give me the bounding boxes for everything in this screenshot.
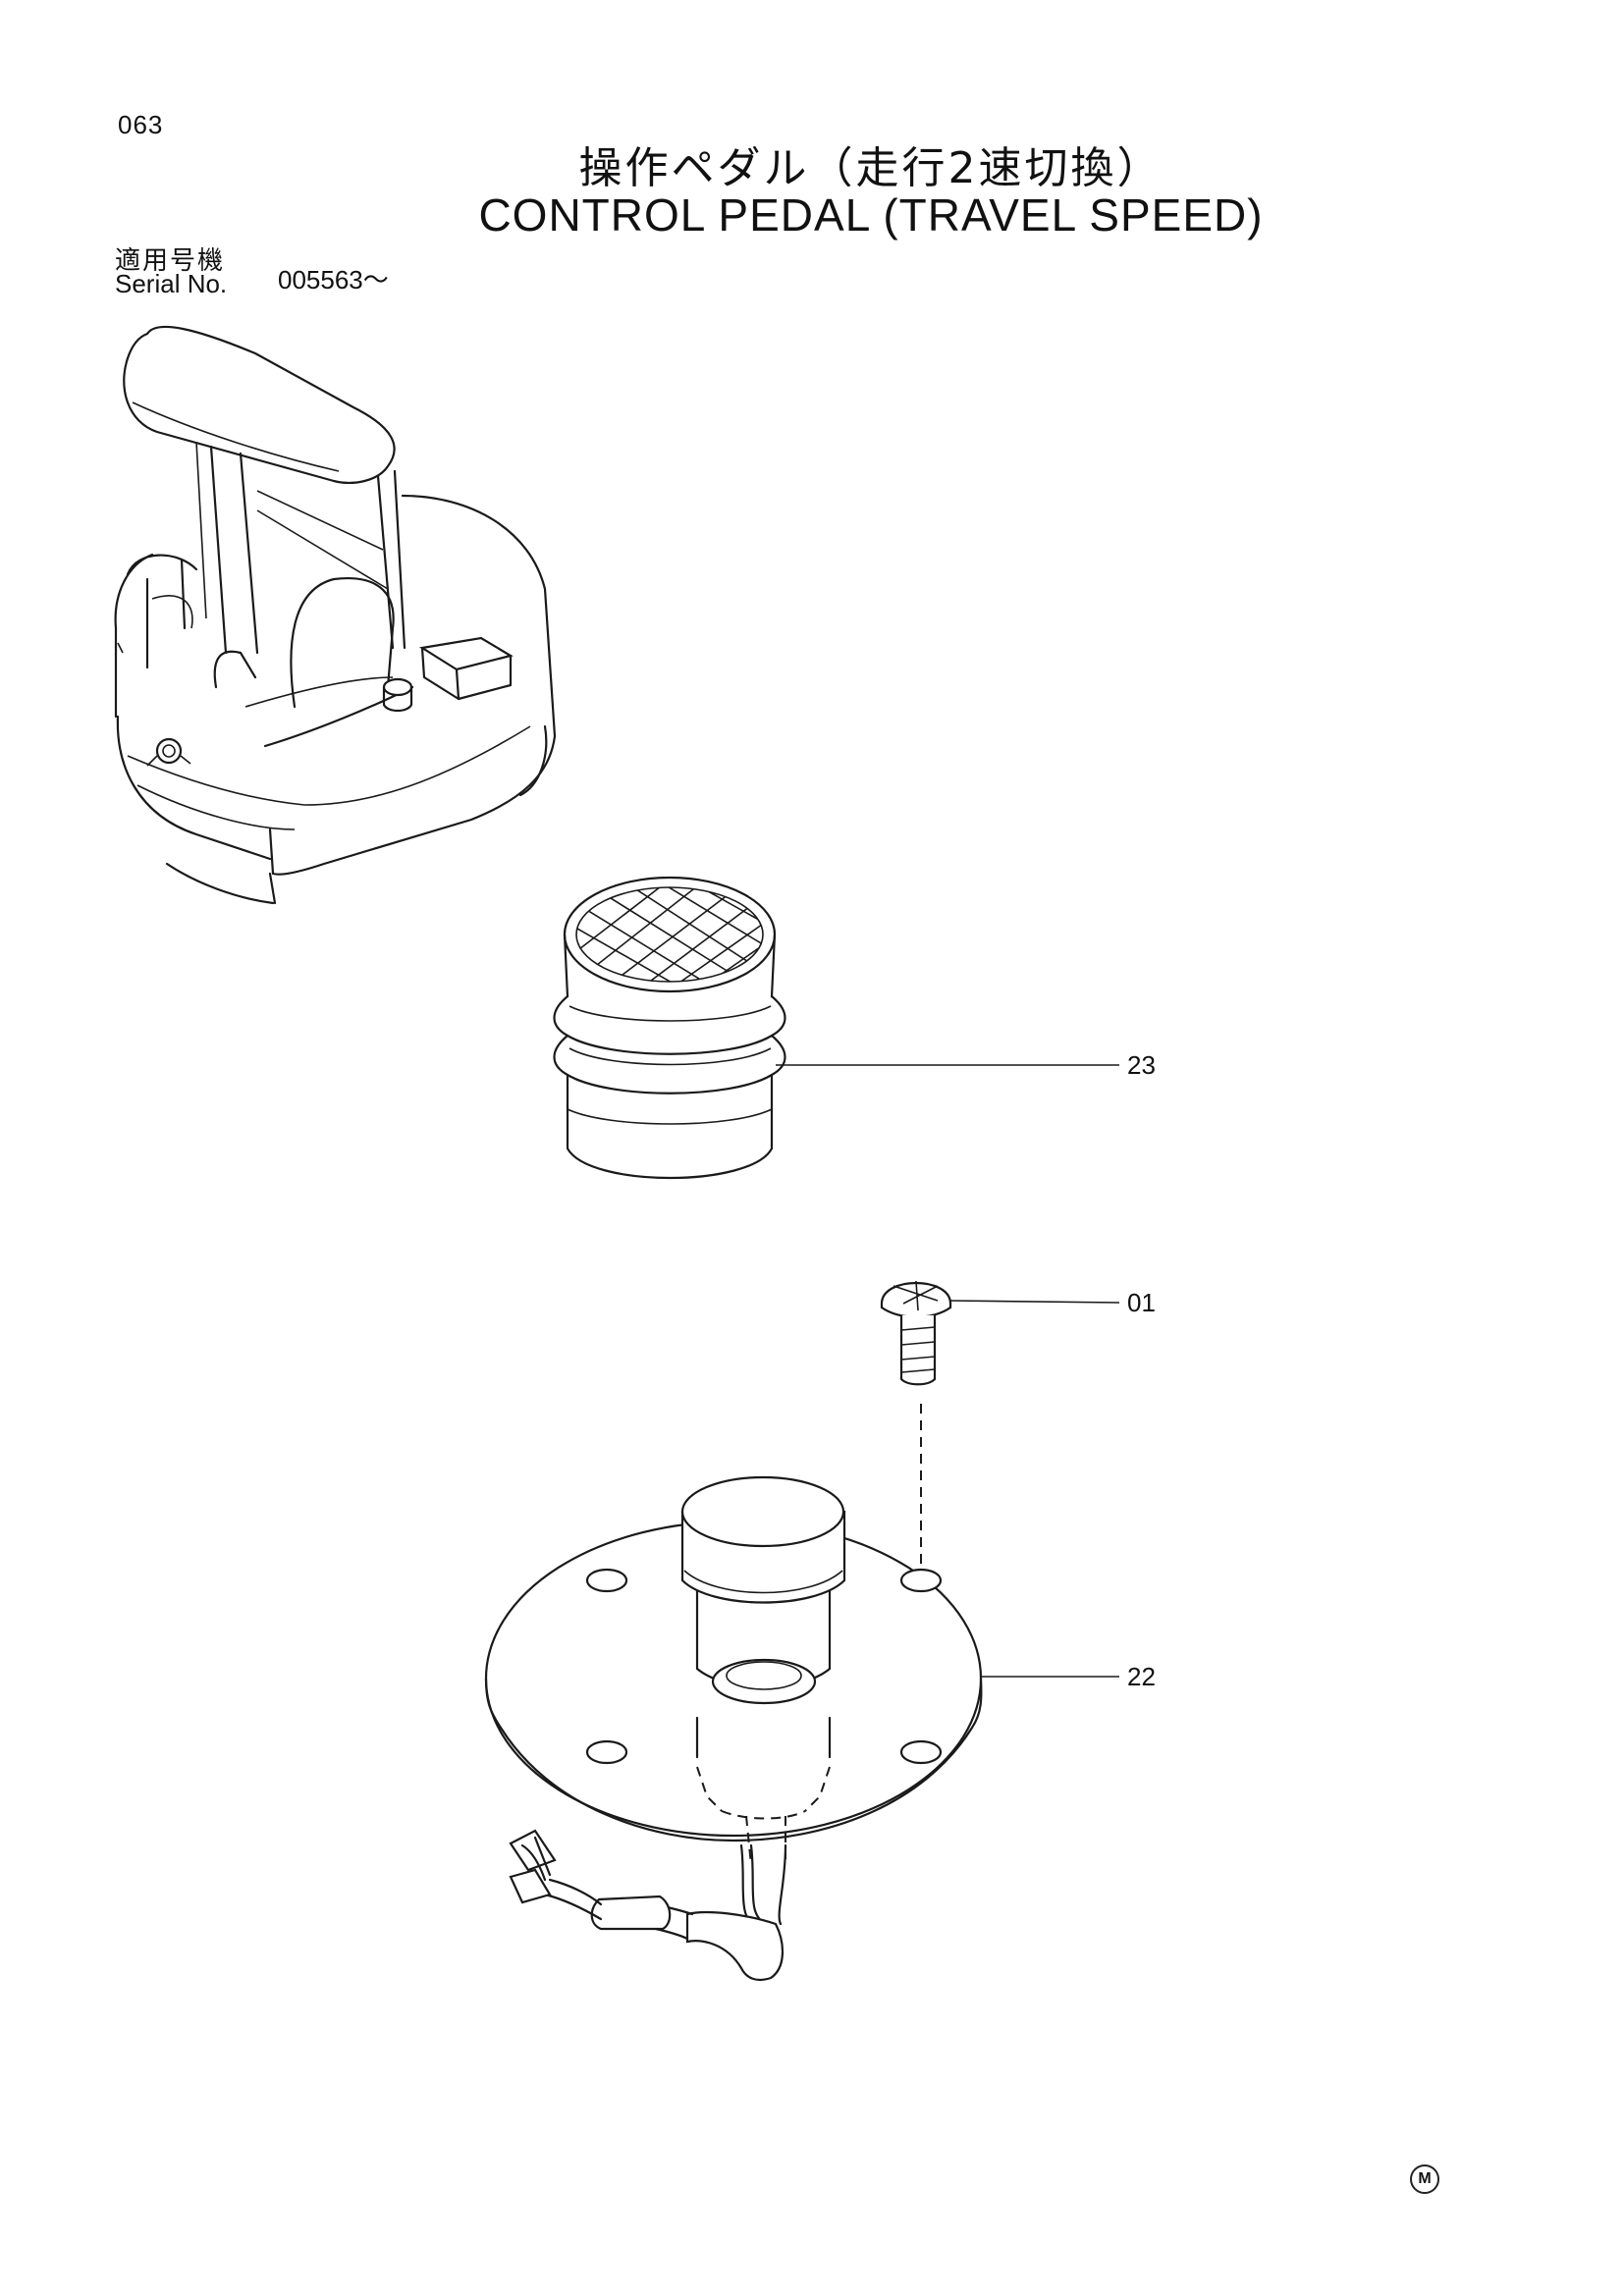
callout-22: 01	[1127, 1288, 1156, 1317]
title-japanese: 操作ペダル（走行2速切換）	[578, 143, 1164, 193]
page-number: 063	[118, 110, 164, 139]
leader-line-22	[949, 1300, 1120, 1304]
serial-number-value: 005563～	[278, 265, 389, 294]
part-22-screw	[880, 1280, 952, 1386]
serial-label-english: Serial No.	[115, 269, 228, 298]
serial-label-japanese: 適用号機	[115, 246, 226, 276]
part-01-pedal-switch	[484, 1475, 983, 1982]
manufacturer-mark: M	[1410, 2164, 1439, 2194]
callout-23: 23	[1127, 1050, 1156, 1080]
machine-overview-illustration	[114, 325, 557, 905]
callout-01: 22	[1127, 1662, 1156, 1691]
title-english: CONTROL PEDAL (TRAVEL SPEED)	[478, 189, 1264, 240]
part-23-pedal-cover	[553, 876, 786, 1180]
